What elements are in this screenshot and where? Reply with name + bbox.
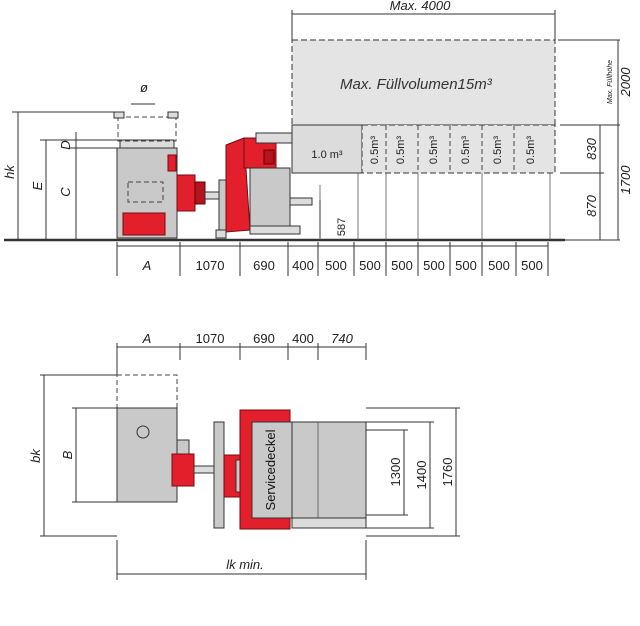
module-volume-4: 0.5m³ — [460, 136, 472, 164]
service-cover-label: Servicedeckel — [263, 429, 278, 510]
top-dim-1070: 1070 — [196, 331, 225, 346]
press-top-body — [116, 407, 178, 503]
module-volume-6: 0.5m³ — [525, 136, 537, 164]
module-volume-2: 0.5m³ — [395, 136, 407, 164]
top-dim-A: A — [142, 331, 152, 346]
drive-gray-body — [249, 167, 291, 231]
bottom-dim-500-5: 500 — [455, 258, 477, 273]
bottom-dim-500-4: 500 — [423, 258, 445, 273]
press-top-port — [136, 425, 150, 439]
diameter-label: ø — [140, 80, 148, 95]
press-cylinder-outline — [117, 116, 177, 142]
press-top-outline — [116, 374, 178, 409]
top-dim-690: 690 — [253, 331, 275, 346]
dim-870: 870 — [584, 194, 599, 216]
module-volume-5: 0.5m³ — [492, 136, 504, 164]
bottom-dim-500-3: 500 — [391, 258, 413, 273]
top-bottom-dim: lk min. — [116, 540, 367, 580]
dim-1700: 1700 — [618, 165, 633, 195]
max-length-label: Max. 4000 — [390, 0, 451, 13]
bottom-dim-500-2: 500 — [359, 258, 381, 273]
hopper-module — [291, 124, 363, 174]
top-dim-400: 400 — [292, 331, 314, 346]
label-E: E — [30, 181, 45, 190]
label-bk: bk — [28, 448, 43, 463]
bottom-dim-500-1: 500 — [325, 258, 347, 273]
module-volume-3: 0.5m³ — [428, 136, 440, 164]
fill-height-value: 2000 — [618, 67, 633, 98]
feed-height-dim: 587 — [336, 218, 348, 236]
hopper-top — [291, 421, 367, 529]
container-modules: 0.5m³ 0.5m³ 0.5m³ 0.5m³ 0.5m³ 0.5m³ — [361, 124, 556, 174]
top-left-dims: bk B — [28, 374, 117, 537]
press-red-panel — [122, 212, 166, 236]
bottom-dim-400: 400 — [292, 258, 314, 273]
label-hk: hk — [2, 164, 17, 179]
module-volume-1: 0.5m³ — [369, 136, 381, 164]
feed-top-red — [171, 453, 195, 487]
dim-1760: 1760 — [440, 458, 455, 487]
bottom-dim-690: 690 — [253, 258, 275, 273]
feed-red-block — [176, 174, 196, 212]
label-B: B — [60, 450, 75, 459]
bottom-dim-500-7: 500 — [521, 258, 543, 273]
label-D: D — [58, 140, 73, 149]
dim-1400: 1400 — [414, 461, 429, 490]
dim-830: 830 — [584, 137, 599, 159]
fill-height-label: Max. Füllhöhe — [607, 60, 614, 104]
dim-1300: 1300 — [388, 458, 403, 487]
bottom-dim-A: A — [142, 258, 152, 273]
top-dim-chain: A 1070 690 400 740 — [116, 331, 367, 375]
max-volume-label: Max. Füllvolumen15m³ — [340, 76, 493, 93]
label-lk-min: lk min. — [226, 557, 264, 572]
side-view: Max. 4000 Max. Füllvolumen15m³ 1.0 m³ 0.… — [2, 0, 633, 276]
label-C: C — [58, 187, 73, 197]
bottom-dim-chain: A 1070 690 400 500 500 500 500 500 500 5… — [116, 242, 549, 276]
bottom-dim-500-6: 500 — [488, 258, 510, 273]
top-right-dims: 1300 1400 1760 — [366, 407, 460, 537]
top-dim-740: 740 — [331, 331, 353, 346]
max-fill-volume-region — [291, 39, 556, 126]
right-height-dims: Max. Füllhöhe 2000 830 1700 870 — [558, 39, 633, 241]
hopper-volume-label: 1.0 m³ — [311, 149, 343, 161]
bottom-dim-1070: 1070 — [196, 258, 225, 273]
left-height-dims: hk E C D — [2, 111, 120, 240]
support-legs — [319, 173, 551, 240]
top-view: A 1070 690 400 740 Servicedeckel — [28, 331, 460, 580]
